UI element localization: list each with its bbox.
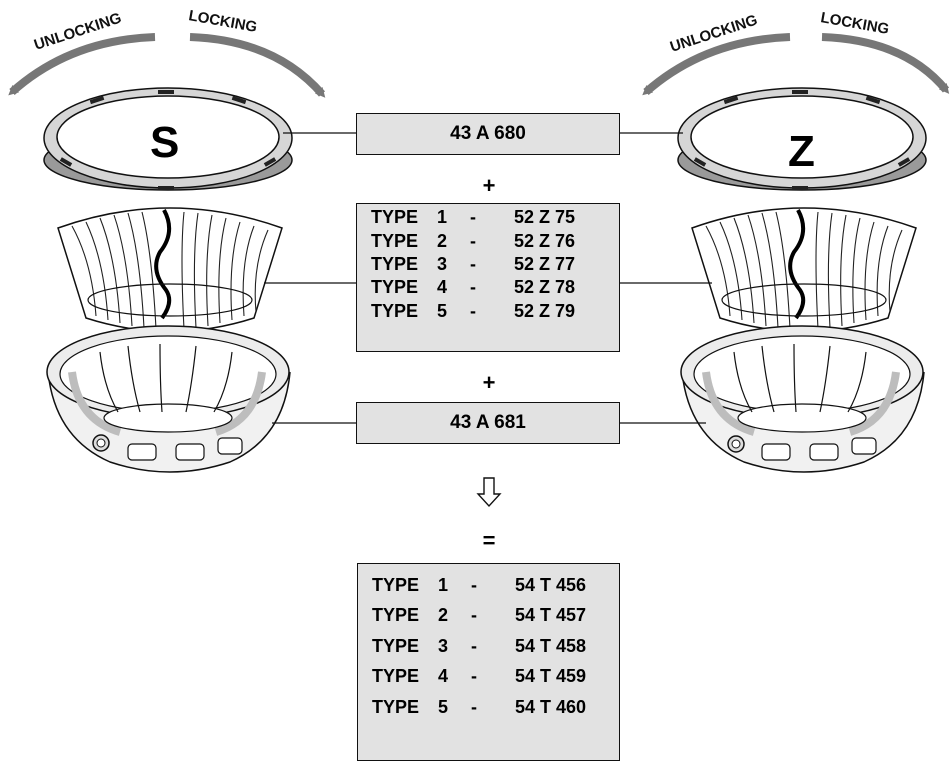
top-ring-part-number: 43 A 680 — [450, 123, 526, 144]
unlocking-arrow-right — [642, 33, 791, 96]
type-dash: - — [470, 230, 476, 251]
type-row: TYPE 4 - 54 T 459 — [372, 662, 609, 693]
part-code: 54 T 459 — [515, 666, 587, 687]
type-row: TYPE 4 - 52 Z 78 — [371, 276, 609, 299]
type-row: TYPE 3 - 52 Z 77 — [371, 253, 609, 276]
part-code: 54 T 456 — [515, 574, 587, 595]
type-label: TYPE — [371, 277, 419, 298]
type-dash: - — [471, 666, 477, 687]
type-label: TYPE — [372, 696, 420, 717]
down-arrow-icon — [476, 477, 502, 508]
locking-arrow-left — [189, 33, 326, 98]
type-number: 2 — [438, 605, 449, 626]
locking-label-left: LOCKING — [187, 7, 258, 36]
cone-left — [57, 207, 283, 333]
basket-left — [46, 325, 291, 473]
type-number: 3 — [437, 253, 448, 274]
type-number: 1 — [437, 207, 448, 228]
ring-label-z: Z — [788, 127, 815, 176]
type-label: TYPE — [372, 574, 420, 595]
equals-sign: = — [482, 528, 496, 553]
type-label: TYPE — [372, 605, 420, 626]
type-dash: - — [471, 696, 477, 717]
leader-lines — [264, 132, 712, 424]
type-dash: - — [471, 605, 477, 626]
type-dash: - — [470, 300, 476, 321]
part-code: 52 Z 76 — [514, 230, 576, 251]
type-row: TYPE 3 - 54 T 458 — [372, 631, 609, 662]
basket-part-number: 43 A 681 — [450, 412, 526, 433]
part-code: 52 Z 77 — [514, 253, 576, 274]
type-number: 1 — [438, 574, 449, 595]
type-dash: - — [470, 207, 476, 228]
type-number: 5 — [437, 300, 448, 321]
locking-arrow-right — [821, 33, 950, 94]
type-label: TYPE — [371, 253, 419, 274]
type-label: TYPE — [371, 207, 419, 228]
type-number: 4 — [438, 666, 449, 687]
type-label: TYPE — [371, 230, 419, 251]
type-row: TYPE 5 - 54 T 460 — [372, 692, 609, 723]
type-row: TYPE 5 - 52 Z 79 — [371, 300, 609, 323]
type-number: 4 — [437, 277, 448, 298]
unlocking-label-left: UNLOCKING — [32, 10, 124, 54]
plus-sign-2: + — [482, 370, 496, 395]
type-label: TYPE — [372, 666, 420, 687]
part-code: 54 T 458 — [515, 635, 587, 656]
type-number: 2 — [437, 230, 448, 251]
left-assembly: UNLOCKING LOCKING S — [8, 7, 326, 473]
type-dash: - — [470, 277, 476, 298]
type-number: 3 — [438, 635, 449, 656]
top-ring-part-box: 43 A 680 — [356, 113, 620, 155]
plus-sign-1: + — [482, 173, 496, 198]
part-code: 54 T 460 — [515, 696, 587, 717]
right-assembly: UNLOCKING LOCKING Z — [642, 9, 950, 473]
part-code: 52 Z 75 — [514, 207, 576, 228]
type-row: TYPE 2 - 54 T 457 — [372, 601, 609, 632]
top-ring-left — [43, 87, 293, 191]
type-number: 5 — [438, 696, 449, 717]
type-label: TYPE — [371, 300, 419, 321]
part-code: 52 Z 78 — [514, 277, 576, 298]
type-row: TYPE 2 - 52 Z 76 — [371, 229, 609, 252]
type-dash: - — [471, 574, 477, 595]
type-dash: - — [471, 635, 477, 656]
top-ring-right — [677, 87, 927, 191]
type-label: TYPE — [372, 635, 420, 656]
unlocking-arrow-left — [8, 33, 156, 96]
basket-right — [680, 325, 925, 473]
cone-right — [691, 207, 917, 333]
part-code: 52 Z 79 — [514, 300, 576, 321]
type-row: TYPE 1 - 54 T 456 — [372, 570, 609, 601]
type-row: TYPE 1 - 52 Z 75 — [371, 206, 609, 229]
ring-label-s: S — [150, 118, 179, 167]
basket-part-box: 43 A 681 — [356, 402, 620, 444]
part-code: 54 T 457 — [515, 605, 587, 626]
type-dash: - — [470, 253, 476, 274]
